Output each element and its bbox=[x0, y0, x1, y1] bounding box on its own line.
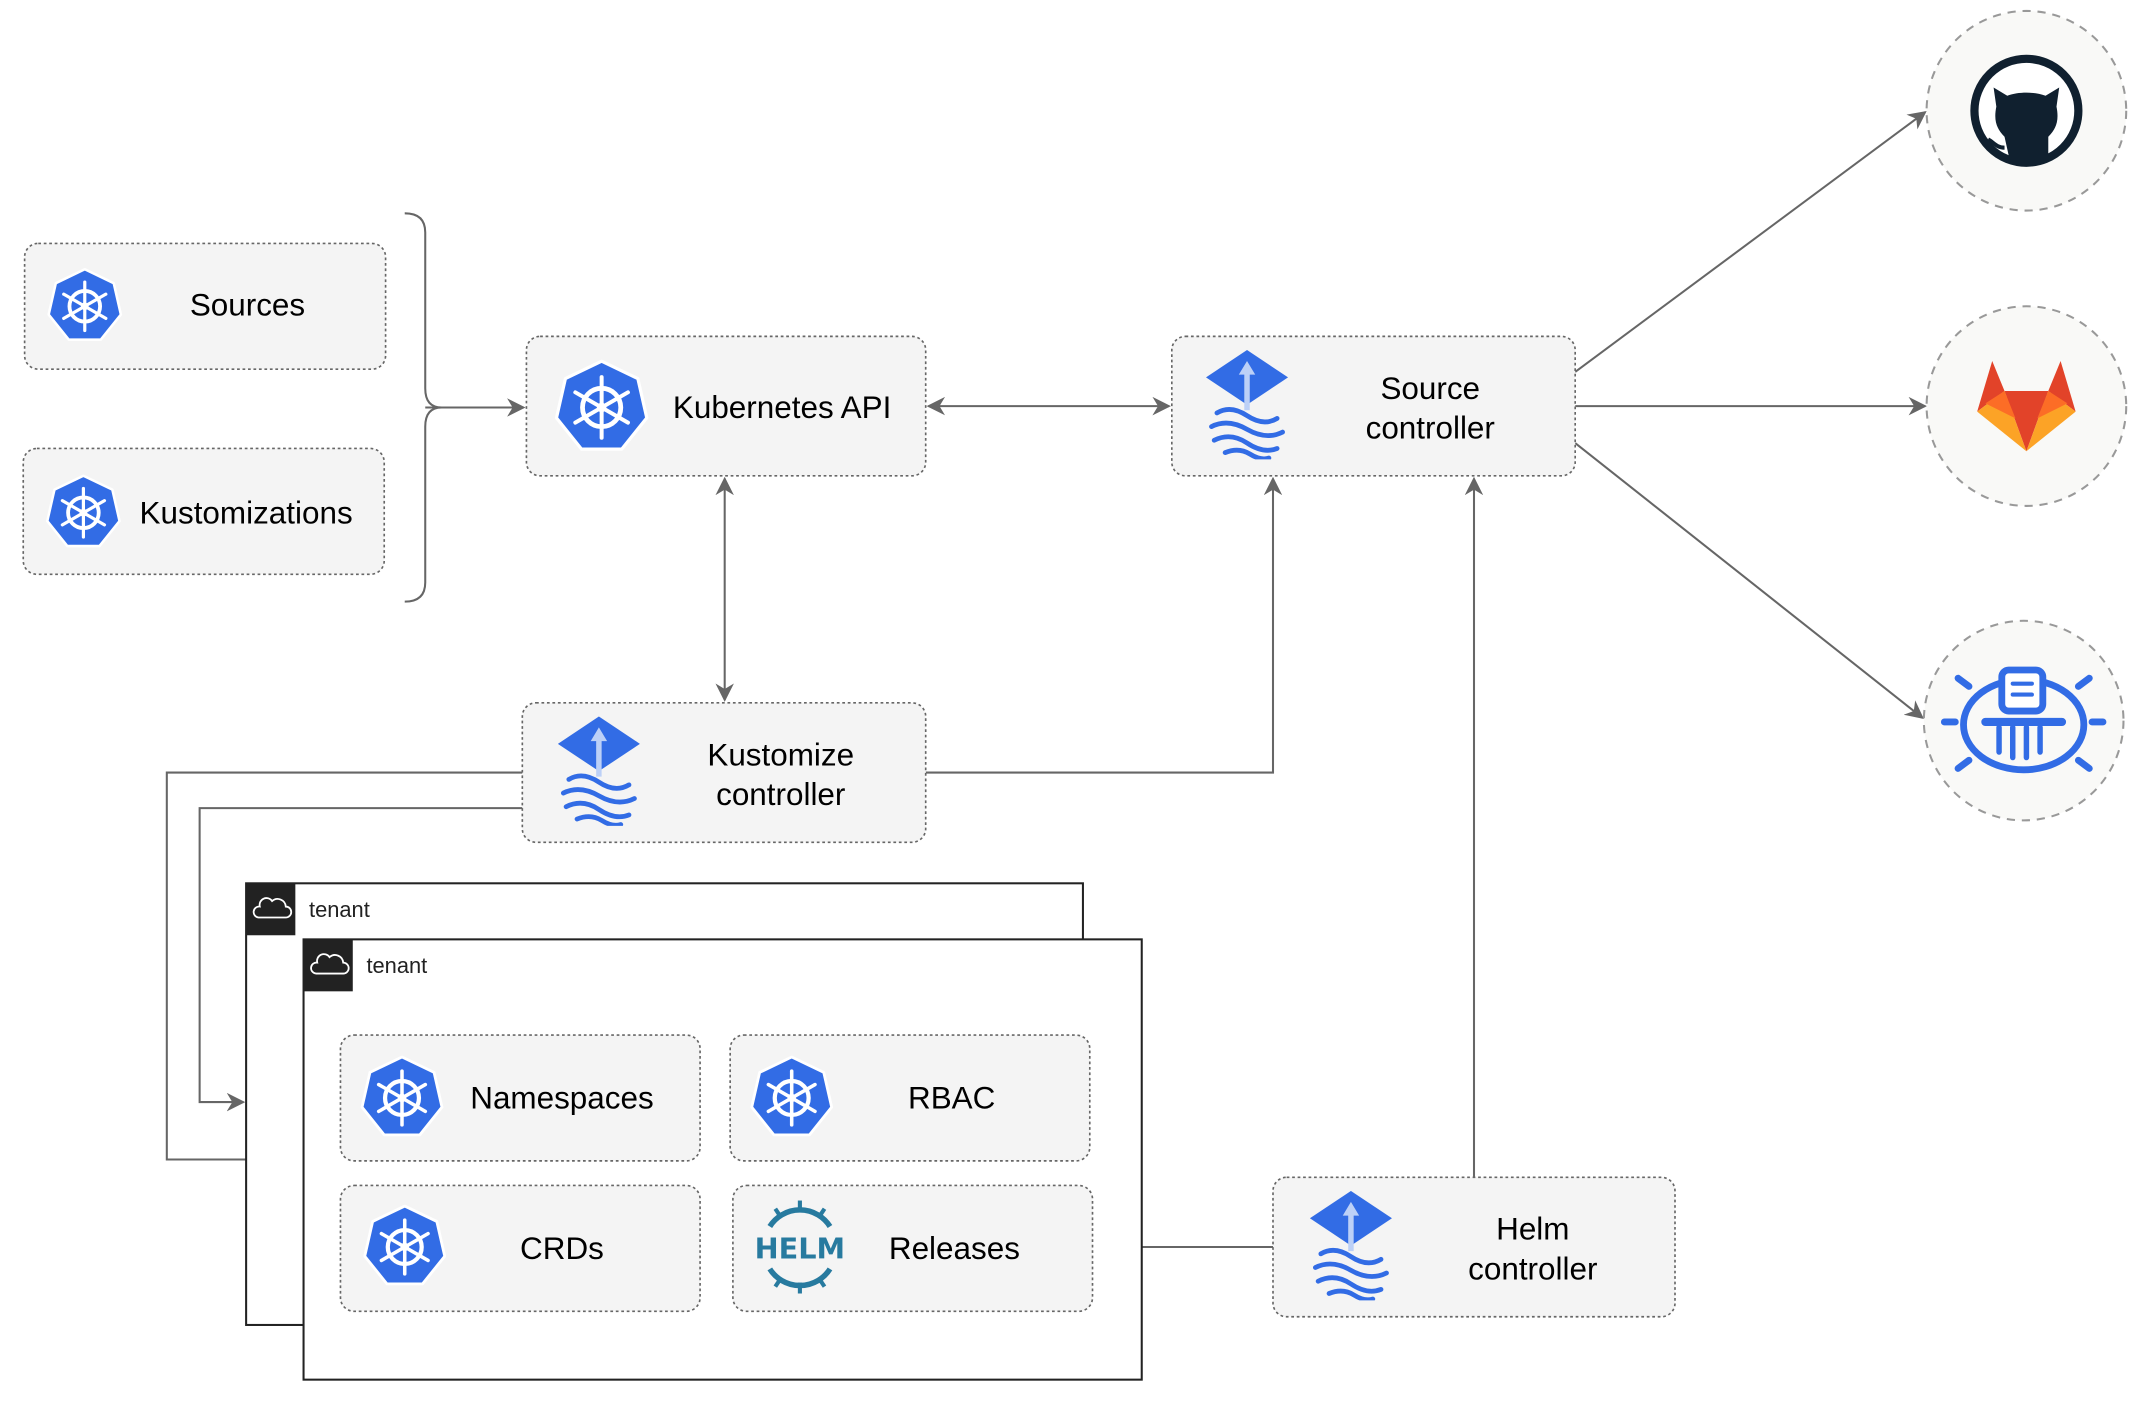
cloud-icon bbox=[252, 897, 293, 919]
edge-kustomize-to-tenant-back bbox=[198, 807, 523, 1112]
edge-kustomize-to-tenant-front bbox=[165, 771, 523, 1169]
source-controller-node[interactable]: Source controller bbox=[1170, 335, 1577, 477]
source-controller-label-line1: Source bbox=[1380, 371, 1480, 406]
rbac-label: RBAC bbox=[908, 1080, 995, 1115]
edge-source-to-bucket bbox=[1574, 442, 1924, 720]
kustomizations-label: Kustomizations bbox=[140, 495, 353, 530]
bucket-node[interactable] bbox=[1922, 619, 2125, 822]
sources-label: Sources bbox=[190, 287, 305, 322]
edge-kustomize-to-source-controller bbox=[925, 476, 1283, 774]
rbac-node[interactable]: RBAC bbox=[729, 1034, 1091, 1162]
source-controller-label-line2: controller bbox=[1366, 410, 1495, 445]
kustomize-controller-label-line2: controller bbox=[716, 777, 845, 812]
kustomizations-node[interactable]: Kustomizations bbox=[22, 447, 386, 576]
namespaces-label: Namespaces bbox=[470, 1080, 653, 1115]
releases-label: Releases bbox=[889, 1231, 1020, 1266]
bucket-icon bbox=[1940, 666, 2107, 774]
namespaces-node[interactable]: Namespaces bbox=[339, 1034, 701, 1162]
helm-controller-label-line1: Helm bbox=[1496, 1212, 1569, 1247]
kustomize-controller-node[interactable]: Kustomize controller bbox=[521, 701, 927, 844]
github-icon bbox=[1970, 54, 2083, 167]
sources-node[interactable]: Sources bbox=[23, 242, 387, 371]
releases-node[interactable]: HELM Releases bbox=[732, 1184, 1094, 1313]
kustomize-controller-label-line1: Kustomize bbox=[707, 737, 854, 772]
cloud-icon bbox=[310, 953, 350, 975]
crds-node[interactable]: CRDs bbox=[339, 1184, 701, 1313]
gitlab-icon bbox=[1977, 360, 2076, 452]
brace bbox=[404, 212, 442, 603]
edge-source-to-github bbox=[1574, 111, 1927, 373]
helm-controller-node[interactable]: Helm controller bbox=[1272, 1176, 1676, 1318]
helm-logo-text: HELM bbox=[755, 1231, 845, 1265]
github-node[interactable] bbox=[1925, 9, 2128, 212]
tenant-label: tenant bbox=[309, 897, 370, 922]
helm-icon: HELM bbox=[755, 1200, 845, 1294]
kubernetes-api-label: Kubernetes API bbox=[673, 390, 891, 425]
kubernetes-api-node[interactable]: Kubernetes API bbox=[525, 335, 927, 477]
crds-label: CRDs bbox=[520, 1231, 604, 1266]
tenant-label: tenant bbox=[366, 953, 427, 978]
gitlab-node[interactable] bbox=[1925, 305, 2128, 507]
helm-controller-label-line2: controller bbox=[1468, 1251, 1597, 1286]
